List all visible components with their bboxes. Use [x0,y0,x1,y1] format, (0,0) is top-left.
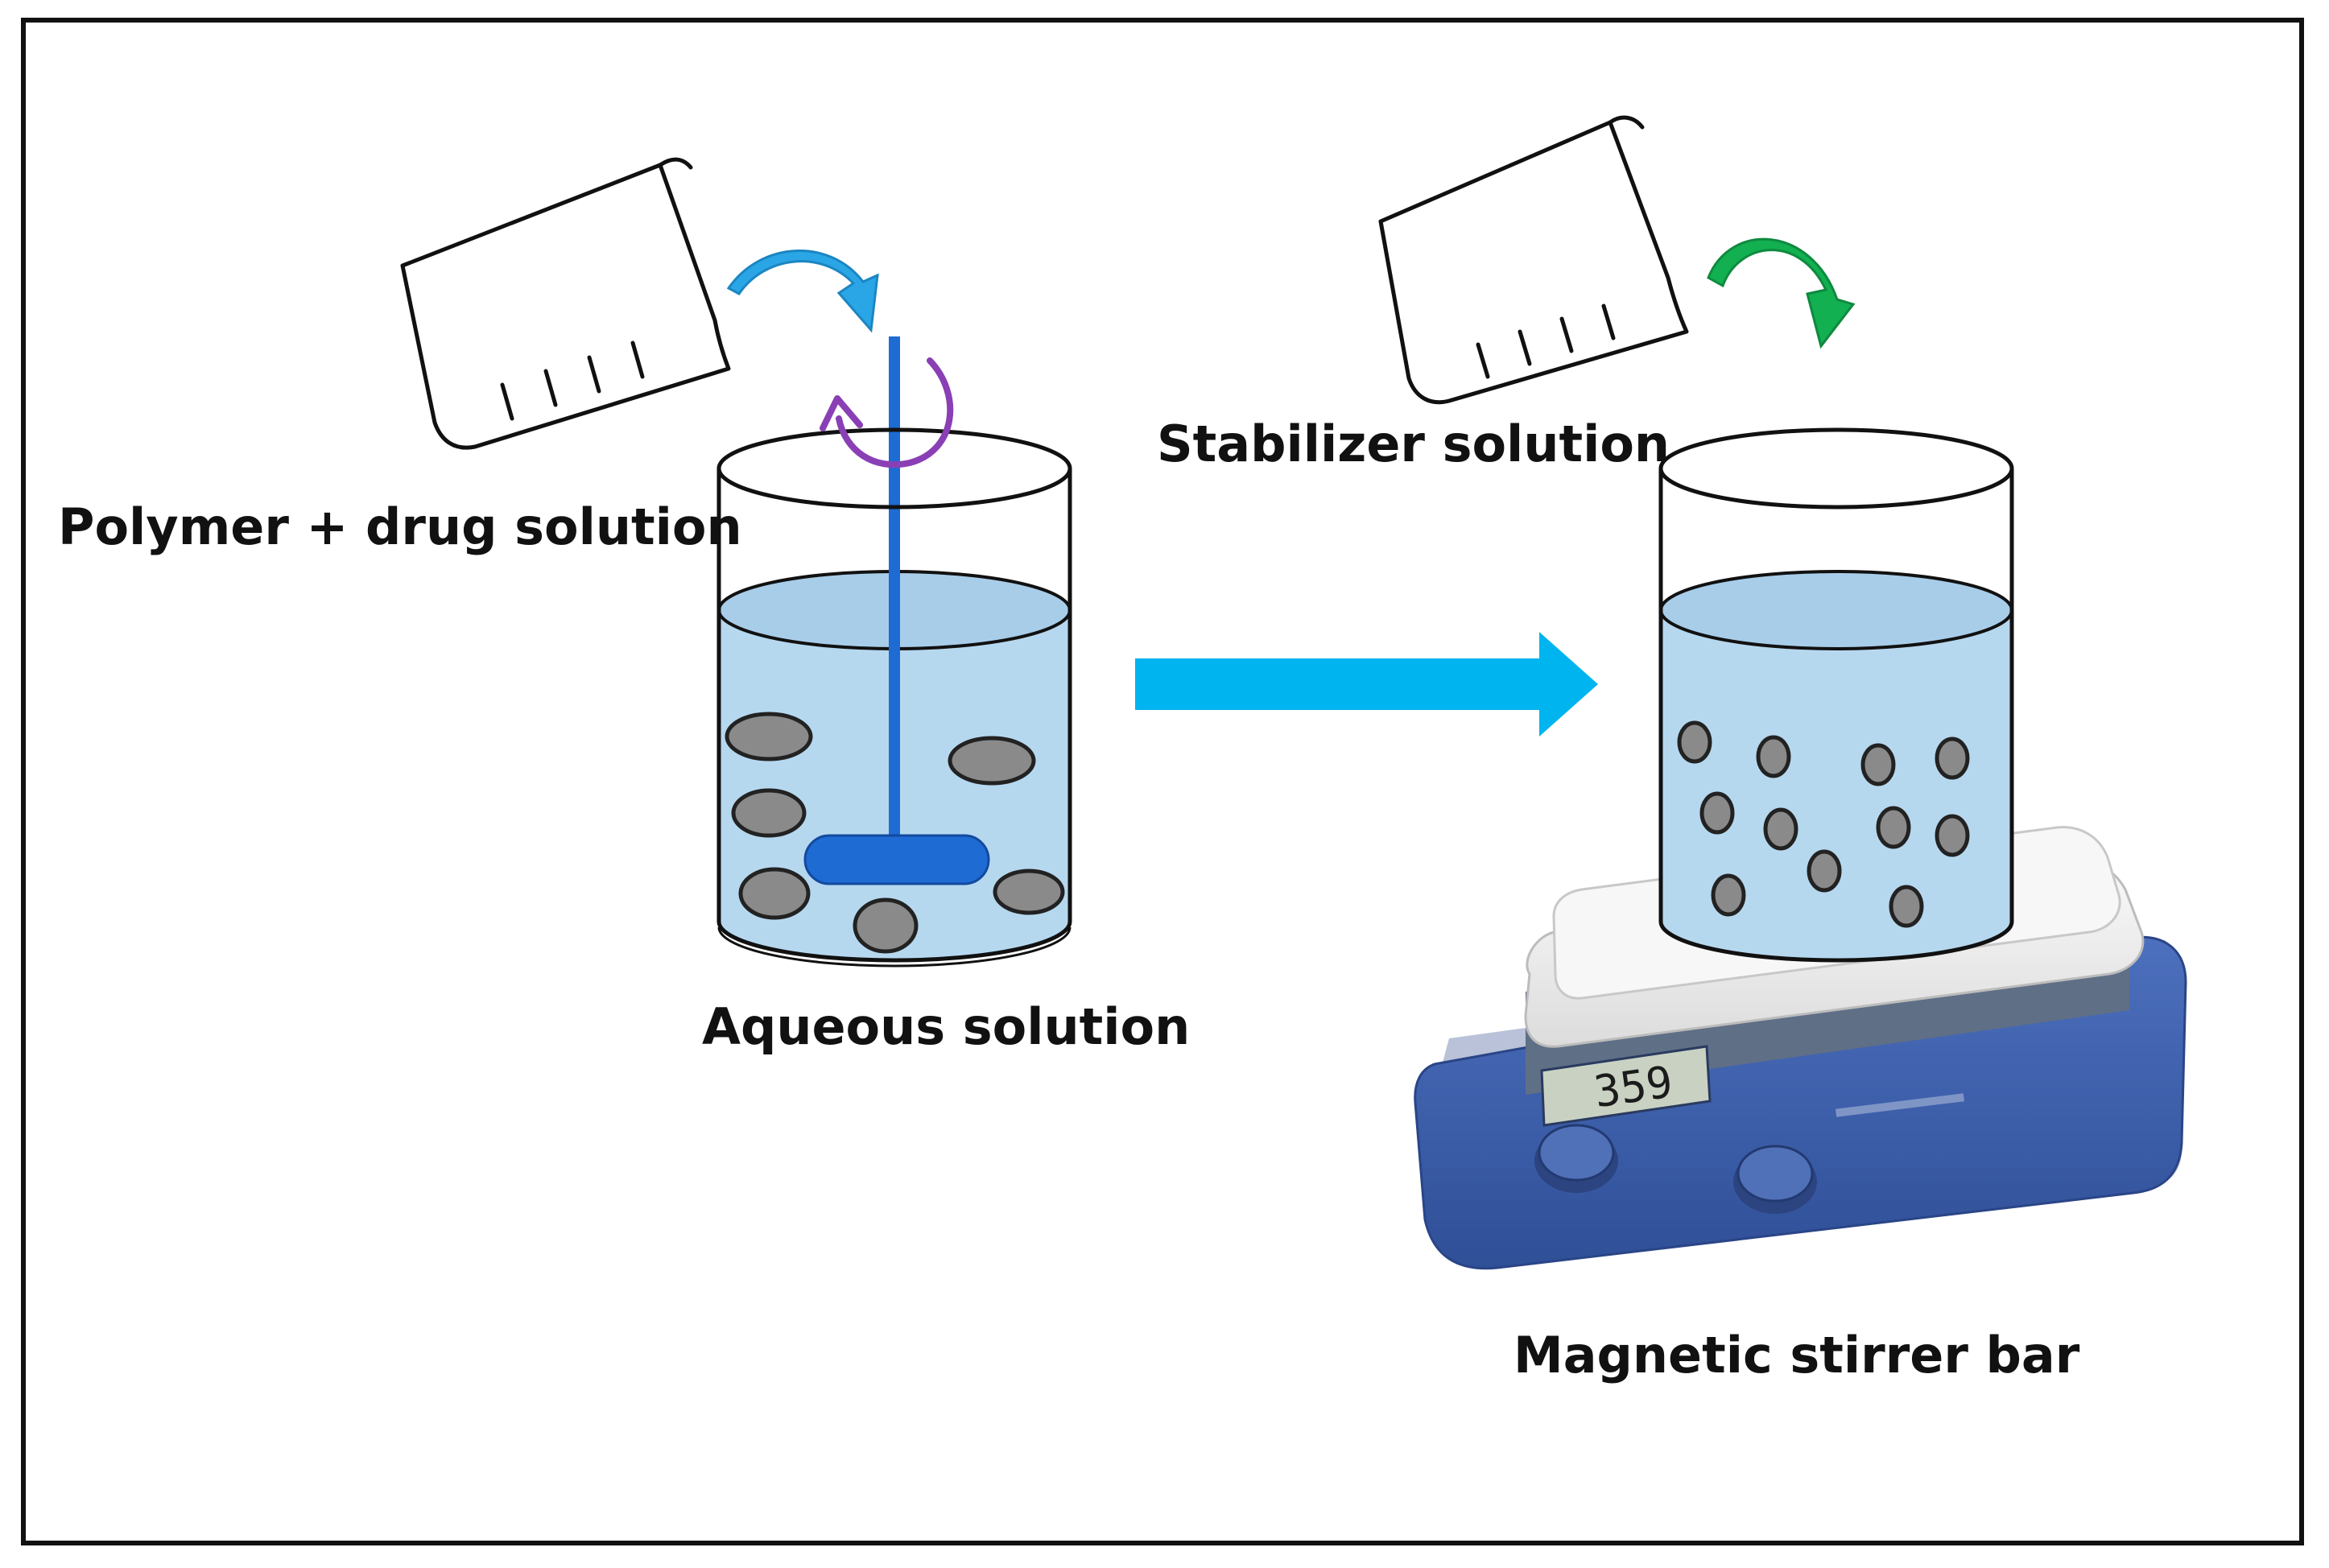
particle [1699,791,1735,835]
particle [1935,814,1970,857]
particle [1889,885,1924,928]
label-magnetic-stirrer-bar: Magnetic stirrer bar [1513,1326,2080,1384]
label-aqueous-solution: Aqueous solution [702,997,1190,1056]
particle [1860,743,1896,786]
particle [1763,807,1798,851]
particle [993,869,1065,915]
pouring-beaker-left-icon [400,157,731,450]
particle [1711,873,1746,917]
transfer-arrow-icon [1135,632,1598,737]
particle [1807,849,1842,893]
pour-arrow-left-icon [726,249,879,333]
rotation-arrow-icon [820,357,954,468]
stirrer-display-reading: 359 [1591,1056,1675,1117]
stirrer-knob-left[interactable] [1534,1124,1618,1193]
particle [853,897,919,954]
particle [1935,737,1970,780]
particles-right [1677,720,1970,928]
stirrer-display: 359 [1540,1045,1712,1127]
beaker-left-icon [716,336,1072,968]
pour-arrow-right-icon [1707,237,1856,349]
label-stabilizer-solution: Stabilizer solution [1157,415,1670,473]
particle [738,867,811,920]
pouring-beaker-right-icon [1378,115,1689,405]
label-polymer-drug-solution: Polymer + drug solution [58,497,742,556]
particle [1756,735,1791,778]
particle [725,712,813,761]
particles-left [725,712,1065,954]
beaker-right-icon [1658,427,2014,963]
particle [1876,806,1911,849]
particle [731,788,807,838]
particle [948,736,1036,786]
stirrer-knob-right[interactable] [1733,1145,1817,1214]
particle [1677,720,1712,764]
